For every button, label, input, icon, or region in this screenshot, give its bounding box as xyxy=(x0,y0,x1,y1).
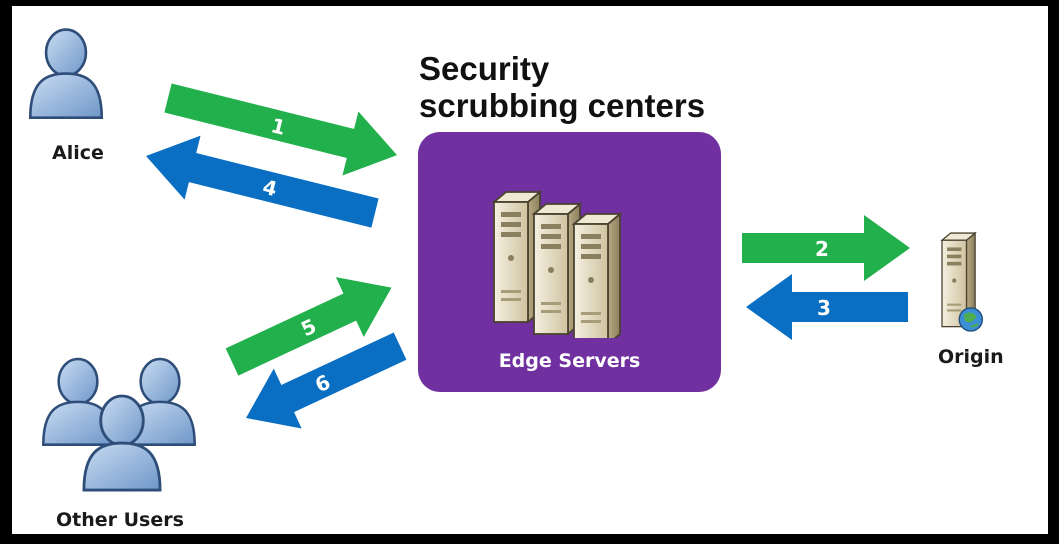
arrow-6: 6 xyxy=(246,332,407,429)
arrow-1: 1 xyxy=(164,83,397,176)
arrow-2: 2 xyxy=(742,215,910,281)
arrow-3: 3 xyxy=(746,274,908,340)
diagram-title: Security scrubbing centers xyxy=(419,50,705,124)
arrow-2-label: 2 xyxy=(815,237,829,261)
diagram-graphics: 1 4 2 3 5 xyxy=(28,28,984,492)
diagram-canvas: Security scrubbing centers xyxy=(12,6,1048,534)
other-users-group-icon xyxy=(42,357,196,492)
edge-server-stack-icon xyxy=(493,191,621,338)
alice-user-icon xyxy=(28,28,104,120)
arrow-1-label: 1 xyxy=(269,113,288,140)
arrow-3-label: 3 xyxy=(817,296,831,320)
arrow-4-label: 4 xyxy=(260,175,279,202)
arrow-4: 4 xyxy=(146,135,379,228)
edge-servers-box: Edge Servers xyxy=(418,132,721,392)
arrow-5: 5 xyxy=(225,277,392,376)
origin-label: Origin xyxy=(938,346,1004,368)
title-line-1: Security xyxy=(419,50,550,87)
edge-servers-label: Edge Servers xyxy=(498,350,641,372)
origin-server-icon xyxy=(941,232,984,332)
other-users-label: Other Users xyxy=(56,509,184,531)
title-line-2: scrubbing centers xyxy=(419,87,706,124)
alice-label: Alice xyxy=(52,142,104,164)
